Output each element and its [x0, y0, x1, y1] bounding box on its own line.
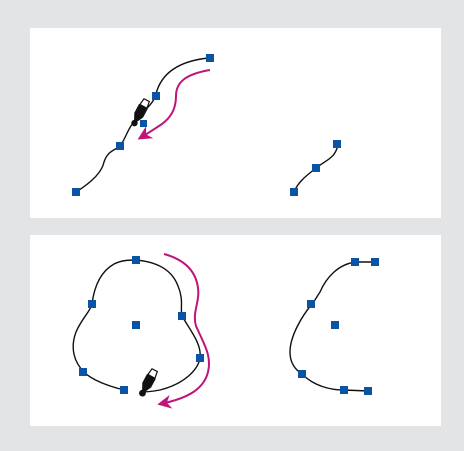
center-point-icon — [132, 321, 140, 329]
direction-arrow-icon — [137, 69, 211, 140]
anchor-point-icon — [72, 188, 80, 196]
pen-tool-icon — [131, 97, 151, 127]
anchor-point-icon — [120, 386, 128, 394]
anchor-point-icon — [196, 354, 204, 362]
anchor-point-icon — [178, 312, 186, 320]
result-curve-stroke — [289, 261, 376, 392]
anchor-point-icon — [333, 140, 341, 148]
anchor-point-icon — [340, 386, 348, 394]
pen-tool-icon — [139, 367, 159, 397]
anchor-point-icon — [132, 256, 140, 264]
anchor-point-icon — [364, 387, 372, 395]
anchor-point-icon — [140, 120, 147, 127]
anchor-point-icon — [307, 300, 315, 308]
anchor-point-icon — [88, 300, 96, 308]
anchor-point-icon — [371, 258, 379, 266]
anchor-point-icon — [206, 54, 214, 62]
anchor-point-icon — [312, 164, 320, 172]
anchor-point-icon — [290, 188, 298, 196]
direction-arrow-icon — [157, 253, 210, 409]
anchor-point-icon — [116, 142, 124, 150]
open-path-stroke — [75, 57, 209, 193]
center-point-icon — [331, 321, 339, 329]
anchor-point-icon — [79, 368, 87, 376]
anchor-point-icon — [152, 92, 160, 100]
bottom-panel — [30, 235, 441, 426]
anchor-point-icon — [298, 370, 306, 378]
top-panel — [30, 28, 441, 218]
anchor-point-icon — [351, 258, 359, 266]
